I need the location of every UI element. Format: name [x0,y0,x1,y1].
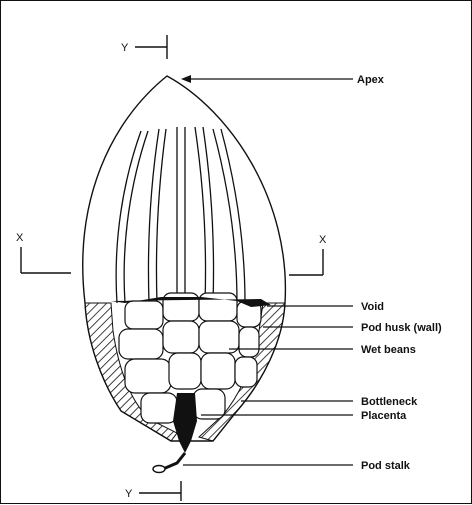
placenta [173,393,197,453]
pod-stalk-end [153,466,165,473]
pod-stalk [163,453,185,469]
apex-arrowhead [181,75,191,83]
label-placenta: Placenta [361,410,407,422]
section-x-left: X [16,232,24,244]
section-y-bottom: Y [125,488,133,500]
label-bottleneck: Bottleneck [361,396,418,408]
label-pod-husk: Pod husk (wall) [361,322,442,334]
label-pod-stalk: Pod stalk [361,460,411,472]
label-apex: Apex [357,74,385,86]
label-wet-beans: Wet beans [361,344,416,356]
label-void: Void [361,301,384,313]
section-y-top: Y [121,42,129,54]
section-x-right: X [319,234,327,246]
